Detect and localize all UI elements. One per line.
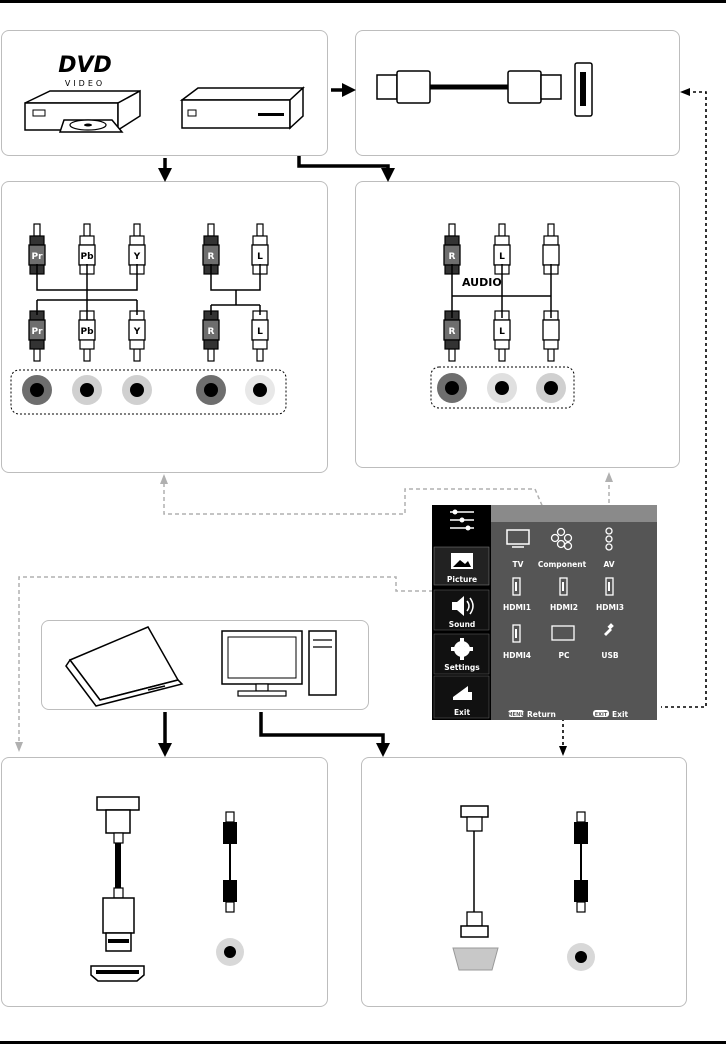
component-jack-2 [72, 375, 102, 405]
component-bottom-plug-5-label: L [257, 327, 263, 337]
menu-background [491, 505, 657, 720]
dvd-logo-text: DVD [58, 53, 112, 78]
av-jacks [437, 373, 566, 403]
av-jack-3 [536, 373, 566, 403]
vga-cable-icon [461, 806, 488, 937]
av-bottom-plug-1-label: R [449, 327, 456, 337]
menu-footer-return: Return [527, 710, 556, 719]
dvd-logo-sub: VIDEO [65, 79, 105, 88]
av-top-plug-2-label: L [499, 252, 505, 262]
component-jack-4 [196, 375, 226, 405]
vga-audio-cable-icon [567, 812, 595, 971]
source-label-hdmi1: HDMI1 [503, 603, 531, 612]
component-jacks [22, 375, 275, 405]
source-label-usb: USB [601, 651, 618, 660]
menu-sidebar-label-settings: Settings [444, 663, 480, 672]
vga-port-icon [453, 948, 498, 970]
link-component-arrowhead [160, 474, 168, 484]
av-bottom-plug-2-label: L [499, 327, 505, 337]
component-bottom-plug-3-label: Y [133, 327, 141, 337]
source-label-tv: TV [513, 560, 524, 569]
link-hdmi-arrowhead [680, 88, 690, 96]
bottom-rule [0, 1041, 726, 1044]
menu-key-exit: EXIT [595, 712, 608, 718]
hdmi-port-icon [91, 966, 144, 981]
hdmi-cable-icon [377, 63, 592, 116]
dvi-audio-cable-icon [216, 812, 244, 966]
laptop-icon [66, 627, 182, 706]
link-pc-arrowhead [559, 746, 567, 756]
link-hdmi1-arrowhead [15, 742, 23, 752]
component-top-plug-1-label: Pr [31, 252, 43, 262]
component-top-plug-4-label: R [208, 252, 215, 262]
component-bottom-plug-1: Pr [29, 311, 45, 361]
source-label-hdmi4: HDMI4 [503, 651, 531, 660]
component-jack-3 [122, 375, 152, 405]
desktop-computer-icon [222, 631, 336, 696]
component-bottom-plug-1-label: Pr [31, 327, 43, 337]
av-bottom-plug-3 [543, 311, 559, 361]
source-label-av: AV [603, 560, 614, 569]
component-jack-1 [22, 375, 52, 405]
source-label-component: Component [538, 560, 587, 569]
av-jack-2 [487, 373, 517, 403]
menu-picture-icon[interactable] [451, 553, 473, 569]
source-label-hdmi2: HDMI2 [550, 603, 578, 612]
component-top-plug-3-label: Y [133, 252, 141, 262]
dvd-player-icon: DVD VIDEO [25, 53, 140, 132]
component-bottom-plug-2-label: Pb [80, 327, 94, 337]
source-label-pc: PC [558, 651, 569, 660]
menu-sidebar-label-sound: Sound [449, 620, 476, 629]
menu-footer-exit: Exit [612, 710, 629, 719]
component-top-plug-5-label: L [257, 252, 263, 262]
menu-sidebar-label-picture: Picture [447, 575, 477, 584]
source-label-hdmi3: HDMI3 [596, 603, 624, 612]
set-top-box-icon [182, 88, 303, 128]
component-top-plug-2-label: Pb [80, 252, 94, 262]
av-cables: R L R L [444, 224, 559, 361]
av-bottom-plug-1: R [444, 311, 460, 361]
arrow-to-av [299, 156, 388, 175]
av-jack-1 [437, 373, 467, 403]
component-jack-5 [245, 375, 275, 405]
component-bottom-plug-4: R [203, 311, 219, 361]
arrow-to-vga [261, 712, 383, 750]
dvi-hdmi-cable-icon [97, 797, 139, 951]
menu-header [491, 505, 657, 522]
link-hdmi-panel-menu [661, 92, 706, 707]
component-bottom-plug-5: L [252, 311, 268, 361]
menu-source-icon[interactable] [450, 510, 474, 531]
av-audio-label: AUDIO [462, 276, 502, 289]
av-top-plug-1-label: R [449, 252, 456, 262]
component-bottom-plug-4-label: R [208, 327, 215, 337]
menu-sidebar-label-exit: Exit [454, 708, 471, 717]
menu-key-return: MENU [508, 712, 525, 718]
component-bottom-plug-3: Y [129, 311, 145, 361]
av-bottom-plug-2: L [494, 311, 510, 361]
link-av-arrowhead [605, 472, 613, 482]
